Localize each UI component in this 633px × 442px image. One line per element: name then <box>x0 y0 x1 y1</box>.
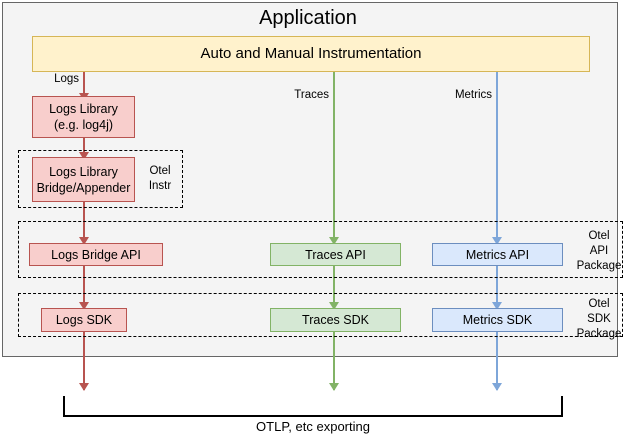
edge-label-metrics: Metrics <box>454 89 492 101</box>
group-otel-instr-label-line1: Otel <box>149 165 171 177</box>
export-bracket <box>63 396 563 417</box>
edge-metrics-api-to-sdk <box>496 265 498 310</box>
group-otel-sdk-package-label-line2: SDK <box>587 313 611 325</box>
arrowhead-metrics-sdk-to-export <box>492 383 502 391</box>
arrowhead-logs-bridge-to-api <box>79 237 89 245</box>
group-otel-api-package <box>18 221 623 278</box>
node-traces-sdk-label: Traces SDK <box>302 313 369 327</box>
edge-logs-sdk-to-export <box>83 332 85 390</box>
group-otel-api-package-label-line2: API <box>589 245 609 257</box>
arrowhead-metrics-api-to-sdk <box>492 302 502 310</box>
edge-label-logs: Logs <box>54 73 79 85</box>
node-logs-library-bridge-appender[interactable]: Logs Library Bridge/Appender <box>32 157 135 202</box>
group-otel-instr-label: Otel Instr <box>140 164 180 194</box>
group-otel-sdk-package-label-line1: Otel <box>588 298 610 310</box>
node-auto-manual-instrumentation[interactable]: Auto and Manual Instrumentation <box>32 36 590 72</box>
node-traces-api-label: Traces API <box>305 247 366 262</box>
arrowhead-logs-api-to-sdk <box>79 302 89 310</box>
node-traces-api[interactable]: Traces API <box>270 243 401 266</box>
group-otel-api-package-label: Otel API Package <box>570 229 628 274</box>
group-otel-instr-label-line2: Instr <box>148 180 172 192</box>
page-title: Application <box>259 7 357 29</box>
arrowhead-logs-sdk-to-export <box>79 383 89 391</box>
group-otel-instr <box>18 150 183 208</box>
export-caption: OTLP, etc exporting <box>256 419 370 434</box>
edge-metrics-instrumentation-to-api <box>496 72 498 247</box>
edge-logs-instrumentation-to-library <box>83 72 85 96</box>
group-otel-api-package-label-line1: Otel <box>588 230 610 242</box>
node-metrics-api-label: Metrics API <box>465 247 530 262</box>
edge-metrics-sdk-to-export <box>496 332 498 390</box>
node-logs-library-label-line1: Logs Library <box>49 102 118 116</box>
node-metrics-sdk-label: Metrics SDK <box>462 313 533 327</box>
node-logs-bridge-api-label: Logs Bridge API <box>51 247 141 262</box>
arrowhead-traces-to-api <box>329 237 339 245</box>
edge-logs-api-to-sdk <box>83 265 85 310</box>
node-metrics-api[interactable]: Metrics API <box>432 243 563 266</box>
arrowhead-metrics-to-api <box>492 237 502 245</box>
node-logs-library-label-line2: (e.g. log4j) <box>53 118 114 132</box>
node-logs-sdk[interactable]: Logs SDK <box>41 308 127 332</box>
group-otel-sdk-package-label: Otel SDK Package <box>570 297 628 342</box>
arrowhead-logs-library-to-bridge <box>79 152 89 160</box>
node-traces-sdk[interactable]: Traces SDK <box>270 308 401 332</box>
node-auto-manual-instrumentation-label: Auto and Manual Instrumentation <box>200 45 422 62</box>
arrowhead-traces-sdk-to-export <box>329 383 339 391</box>
edge-traces-api-to-sdk <box>333 265 335 310</box>
group-otel-sdk-package <box>18 293 623 337</box>
edge-logs-bridge-to-api <box>83 202 85 246</box>
arrowhead-traces-api-to-sdk <box>329 302 339 310</box>
node-logs-bridge-appender-label-line2: Bridge/Appender <box>36 180 131 195</box>
edge-logs-library-to-bridge <box>83 138 85 156</box>
edge-traces-instrumentation-to-api <box>333 72 335 247</box>
edge-traces-sdk-to-export <box>333 332 335 390</box>
node-logs-sdk-label: Logs SDK <box>55 313 113 327</box>
node-metrics-sdk[interactable]: Metrics SDK <box>432 308 563 332</box>
node-logs-bridge-api[interactable]: Logs Bridge API <box>29 243 163 266</box>
group-otel-sdk-package-label-line3: Package <box>576 328 622 340</box>
node-logs-library[interactable]: Logs Library (e.g. log4j) <box>32 96 135 138</box>
edge-label-traces: Traces <box>294 89 329 101</box>
group-otel-api-package-label-line3: Package <box>576 260 622 272</box>
node-logs-bridge-appender-label-line1: Logs Library <box>49 164 118 179</box>
